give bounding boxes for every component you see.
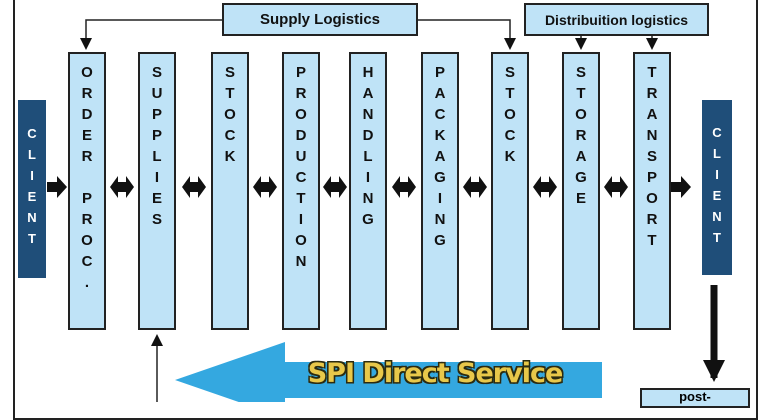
process-label: STOCK: [221, 64, 239, 169]
flow-double-arrow: [182, 176, 206, 198]
client-left: CLIENT: [18, 100, 46, 278]
process-transport: TRANSPORT: [633, 52, 671, 330]
process-supplies: SUPPLIES: [138, 52, 176, 330]
flow-double-arrow: [604, 176, 628, 198]
connector-layer: [47, 19, 725, 402]
process-stock-2: STOCK: [491, 52, 529, 330]
flow-arrow-client-in: [47, 176, 67, 198]
process-label: SUPPLIES: [148, 64, 166, 232]
supply-connector-right: [418, 19, 516, 50]
process-label: PACKAGING: [431, 64, 449, 253]
distribution-logistics-header: Distribuition logistics: [524, 3, 709, 36]
flow-double-arrow: [253, 176, 277, 198]
client-right-label: CLIENT: [709, 124, 725, 251]
client-right: CLIENT: [702, 100, 732, 275]
flow-double-arrow: [392, 176, 416, 198]
process-production: PRODUCTION: [282, 52, 320, 330]
flow-arrow-client-out: [671, 176, 691, 198]
flow-double-arrow: [323, 176, 347, 198]
flow-double-arrow: [110, 176, 134, 198]
spi-direct-service-banner: SPI Direct Service: [307, 358, 564, 389]
client-to-post-arrowhead: [703, 360, 725, 382]
process-label: HANDLING: [359, 64, 377, 232]
process-order-proc: ORDER PROC.: [68, 52, 106, 330]
post-box: post-: [640, 388, 750, 408]
flow-double-arrow: [533, 176, 557, 198]
process-label: PRODUCTION: [292, 64, 310, 274]
process-label: TRANSPORT: [643, 64, 661, 253]
process-label: STOCK: [501, 64, 519, 169]
big-direct-service-arrow: [175, 342, 602, 402]
client-left-label: CLIENT: [24, 126, 40, 252]
supply-logistics-header: Supply Logistics: [222, 3, 418, 36]
process-stock-1: STOCK: [211, 52, 249, 330]
supply-connector-left: [80, 19, 222, 50]
process-label: ORDER PROC.: [78, 64, 96, 295]
process-storage: STORAGE: [562, 52, 600, 330]
process-handling: HANDLING: [349, 52, 387, 330]
flow-double-arrow: [463, 176, 487, 198]
process-label: STORAGE: [572, 64, 590, 211]
process-packaging: PACKAGING: [421, 52, 459, 330]
